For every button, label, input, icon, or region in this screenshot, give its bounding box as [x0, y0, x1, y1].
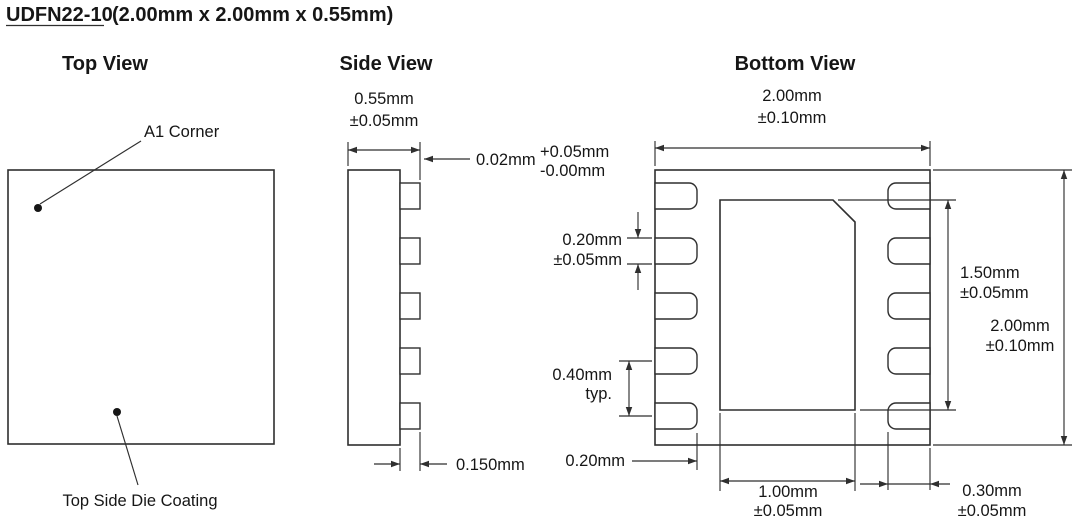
- epad-length-tolerance: ±0.05mm: [960, 284, 1029, 302]
- epad-width-tolerance: ±0.05mm: [754, 502, 823, 520]
- pad-length-tolerance: ±0.05mm: [958, 502, 1027, 520]
- bottom-view: 2.00mm ±0.10mm 0.20mm ±0.05mm 0.40mm typ…: [552, 87, 1072, 520]
- body-length-tolerance: ±0.10mm: [986, 337, 1055, 355]
- side-view-body: [347, 169, 401, 446]
- terminal-pad: [399, 292, 421, 320]
- terminal-pad: [654, 237, 698, 265]
- die-coating-leader-line: [116, 415, 139, 486]
- terminal-standoff-value: 0.02mm: [476, 151, 536, 169]
- terminal-pad: [887, 347, 931, 375]
- terminal-pad: [887, 402, 931, 430]
- dim-terminal-thickness: 0.150mm: [374, 432, 525, 474]
- package-thickness-tolerance: ±0.05mm: [350, 112, 419, 130]
- terminal-pad: [399, 402, 421, 430]
- side-view: 0.55mm ±0.05mm 0.02mm +0.05mm -0.00mm 0.…: [347, 90, 609, 474]
- terminal-standoff-tol-minus: -0.00mm: [540, 162, 605, 180]
- terminal-pad: [887, 182, 931, 210]
- terminal-pad: [654, 402, 698, 430]
- pad-to-epad-value: 0.20mm: [565, 452, 625, 470]
- top-view-outline: [7, 169, 275, 445]
- top-view-heading: Top View: [62, 53, 148, 75]
- terminal-thickness-value: 0.150mm: [456, 456, 525, 474]
- bottom-view-heading: Bottom View: [735, 53, 856, 75]
- dim-pad-to-epad: 0.20mm: [565, 433, 698, 470]
- dim-terminal-standoff: 0.02mm +0.05mm -0.00mm: [424, 143, 609, 180]
- terminal-pad: [654, 292, 698, 320]
- exposed-pad: [719, 199, 856, 411]
- die-coating-label: Top Side Die Coating: [62, 492, 217, 510]
- pad-width-tolerance: ±0.05mm: [553, 251, 622, 269]
- body-length-value: 2.00mm: [990, 317, 1050, 335]
- terminal-pad: [399, 347, 421, 375]
- terminal-pad: [399, 182, 421, 210]
- dim-pad-length: 0.30mm ±0.05mm: [860, 432, 1026, 520]
- dim-body-width: 2.00mm ±0.10mm: [654, 87, 931, 166]
- epad-width-value: 1.00mm: [758, 483, 818, 501]
- pad-width-value: 0.20mm: [562, 231, 622, 249]
- terminal-pad: [887, 292, 931, 320]
- title-dimensions: (2.00mm x 2.00mm x 0.55mm): [112, 4, 393, 26]
- a1-corner-leader-line: [39, 140, 142, 205]
- a1-corner-dot: [34, 204, 42, 212]
- title-part: UDFN22-10: [6, 4, 113, 26]
- terminal-standoff-tol-plus: +0.05mm: [540, 143, 609, 161]
- body-width-value: 2.00mm: [762, 87, 822, 105]
- a1-corner-label: A1 Corner: [144, 123, 220, 141]
- die-coating-dot: [113, 408, 121, 416]
- title: UDFN22-10 (2.00mm x 2.00mm x 0.55mm): [6, 4, 393, 27]
- pad-length-value: 0.30mm: [962, 482, 1022, 500]
- terminal-pad: [887, 237, 931, 265]
- body-width-tolerance: ±0.10mm: [758, 109, 827, 127]
- terminal-pad: [654, 347, 698, 375]
- terminal-pad: [399, 237, 421, 265]
- dim-epad-length: 1.50mm ±0.05mm: [838, 199, 1029, 411]
- epad-length-value: 1.50mm: [960, 264, 1020, 282]
- dim-body-length: 2.00mm ±0.10mm: [933, 169, 1072, 446]
- dim-pad-pitch: 0.40mm typ.: [552, 360, 652, 417]
- dim-pad-width: 0.20mm ±0.05mm: [553, 212, 652, 290]
- pad-pitch-qualifier: typ.: [585, 385, 612, 403]
- pad-pitch-value: 0.40mm: [552, 366, 612, 384]
- dim-epad-width: 1.00mm ±0.05mm: [719, 413, 856, 520]
- terminal-pad: [654, 182, 698, 210]
- dim-package-thickness: 0.55mm ±0.05mm: [347, 90, 421, 180]
- top-view: A1 Corner Top Side Die Coating: [7, 123, 275, 510]
- side-view-heading: Side View: [339, 53, 432, 75]
- package-thickness-value: 0.55mm: [354, 90, 414, 108]
